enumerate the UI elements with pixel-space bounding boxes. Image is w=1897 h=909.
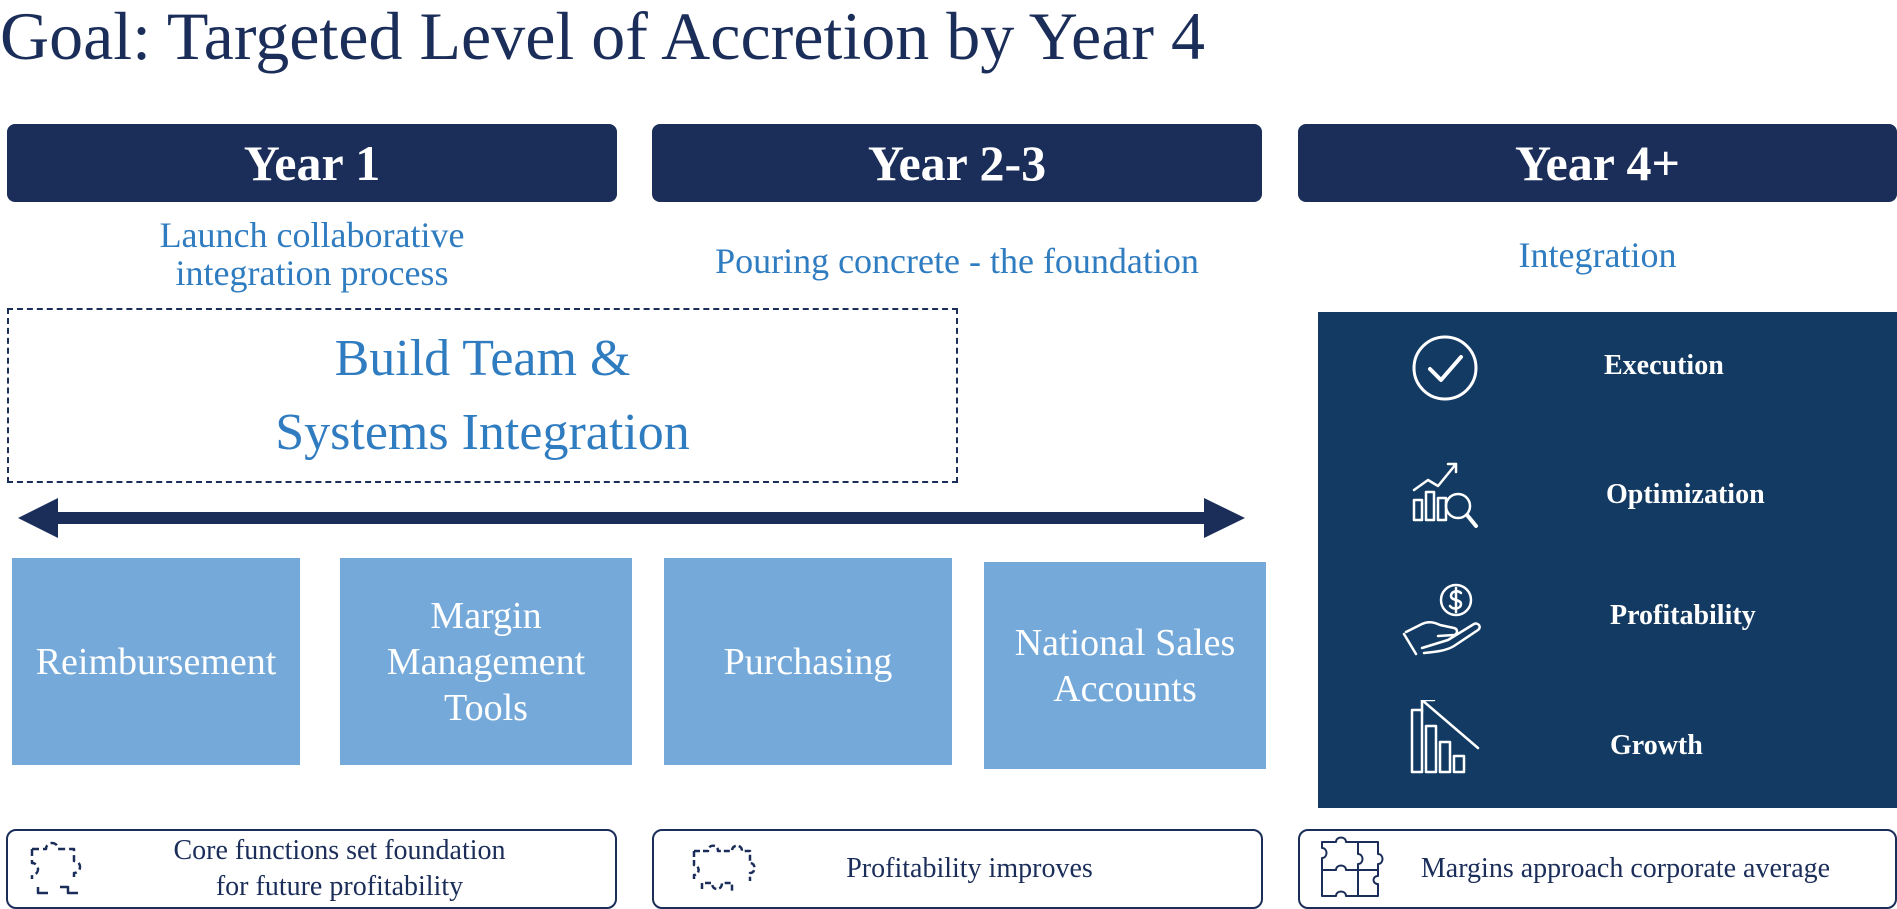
year-4-item-optimization: Optimization — [1606, 479, 1765, 510]
year-1-footer-line1: Core functions set foundation — [173, 835, 506, 866]
function-label: Reimbursement — [35, 640, 277, 683]
check-circle-icon — [1412, 335, 1478, 401]
year-4-header: Year 4+ — [1298, 124, 1897, 202]
year-1-footer: Core functions set foundation for future… — [6, 829, 617, 909]
build-team-box: Build Team & Systems Integration — [7, 308, 958, 483]
puzzle-complete-icon — [1321, 836, 1384, 897]
year-4-item-growth: Growth — [1610, 730, 1703, 761]
year-1-header: Year 1 — [7, 124, 617, 202]
build-team-line1: Build Team & — [334, 329, 631, 387]
function-box-purchasing: Purchasing — [664, 558, 952, 765]
year-4-panel — [1318, 312, 1897, 808]
page-title: Goal: Targeted Level of Accretion by Yea… — [0, 0, 1206, 74]
year-1-subtitle-line2: integration process — [175, 253, 449, 293]
puzzle-piece-icon — [30, 841, 82, 895]
year-2-3-header: Year 2-3 — [652, 124, 1262, 202]
year-4-subtitle: Integration — [1518, 235, 1677, 275]
year-1-subtitle-line1: Launch collaborative — [159, 215, 465, 255]
year-4-footer-text: Margins approach corporate average — [1420, 853, 1831, 884]
declining-bars-icon — [1410, 700, 1480, 774]
hand-coin-icon — [1402, 583, 1481, 656]
timeline-double-arrow — [18, 498, 1245, 538]
function-label: Tools — [444, 686, 528, 729]
year-2-3-footer: Profitability improves — [652, 829, 1263, 909]
year-1-subtitle: Launch collaborative integration process — [7, 212, 617, 296]
year-1-footer-line2: for future profitability — [215, 871, 464, 902]
year-4-item-profitability: Profitability — [1610, 600, 1756, 631]
function-label: Management — [386, 640, 586, 683]
year-4-footer: Margins approach corporate average — [1298, 829, 1897, 909]
function-label: Margin — [430, 594, 542, 637]
puzzle-partial-icon — [692, 844, 756, 891]
function-label: National Sales — [1014, 621, 1236, 664]
function-label: Accounts — [1053, 667, 1197, 710]
function-label: Purchasing — [723, 640, 893, 683]
build-team-line2: Systems Integration — [275, 403, 690, 461]
function-box-national-sales-accounts: National Sales Accounts — [984, 562, 1266, 769]
year-2-3-footer-text: Profitability improves — [846, 853, 1093, 884]
function-box-reimbursement: Reimbursement — [12, 558, 300, 765]
function-box-margin-management-tools: Margin Management Tools — [340, 558, 632, 765]
year-2-3-subtitle: Pouring concrete - the foundation — [715, 241, 1199, 281]
year-4-item-execution: Execution — [1604, 350, 1724, 381]
chart-magnifier-icon — [1412, 462, 1478, 528]
year-1-footer-text: Core functions set foundation for future… — [94, 833, 615, 905]
